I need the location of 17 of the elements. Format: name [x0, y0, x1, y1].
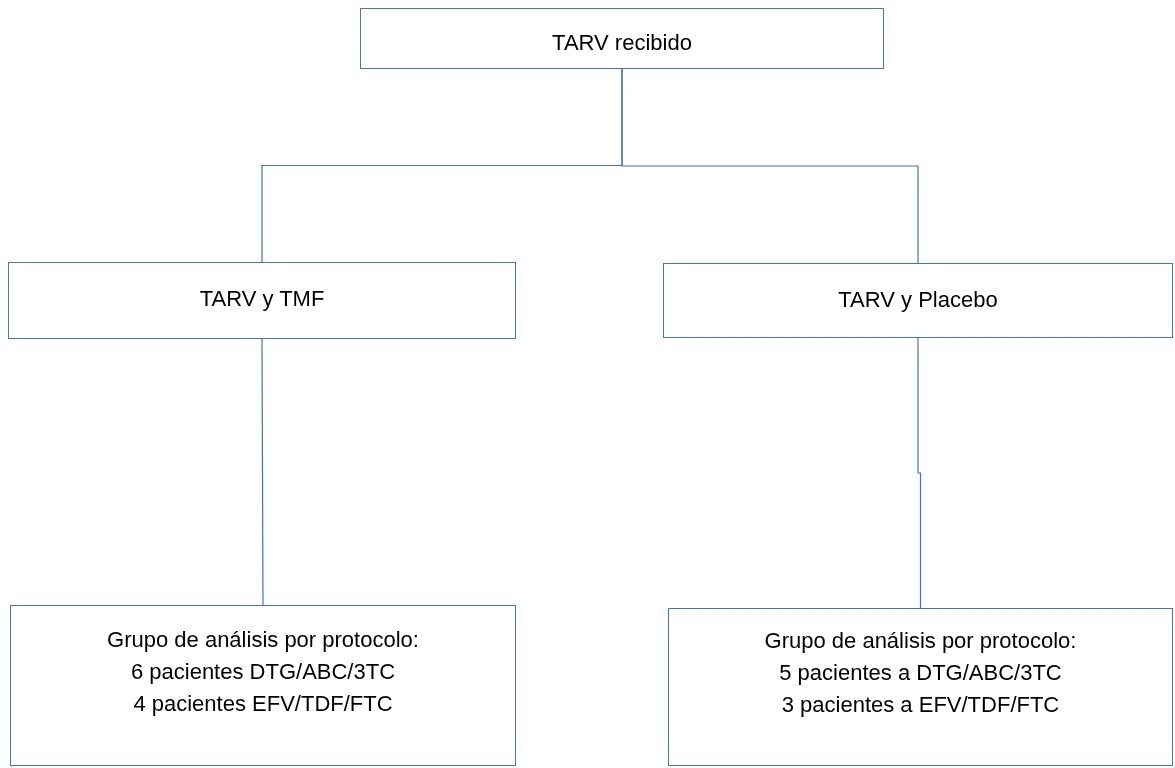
box-text: TARV recibido — [552, 29, 692, 57]
connector-line — [917, 337, 922, 609]
connector-line — [261, 338, 264, 606]
box-text: Grupo de análisis por protocolo: — [107, 626, 419, 654]
box-text: Grupo de análisis por protocolo: — [764, 627, 1077, 655]
process-box — [10, 605, 516, 766]
box-text: TARV y TMF — [199, 285, 325, 313]
connector-line — [621, 68, 919, 264]
box-text: 5 pacientes a DTG/ABC/3TC — [779, 659, 1062, 687]
box-text: 3 pacientes a EFV/TDF/FTC — [781, 691, 1060, 719]
box-text: 4 pacientes EFV/TDF/FTC — [133, 690, 393, 718]
box-text: 6 pacientes DTG/ABC/3TC — [130, 658, 396, 686]
process-box — [663, 263, 1173, 338]
box-text: TARV y Placebo — [838, 286, 998, 314]
process-box — [668, 608, 1173, 766]
process-box — [8, 262, 516, 339]
process-box — [360, 8, 884, 69]
